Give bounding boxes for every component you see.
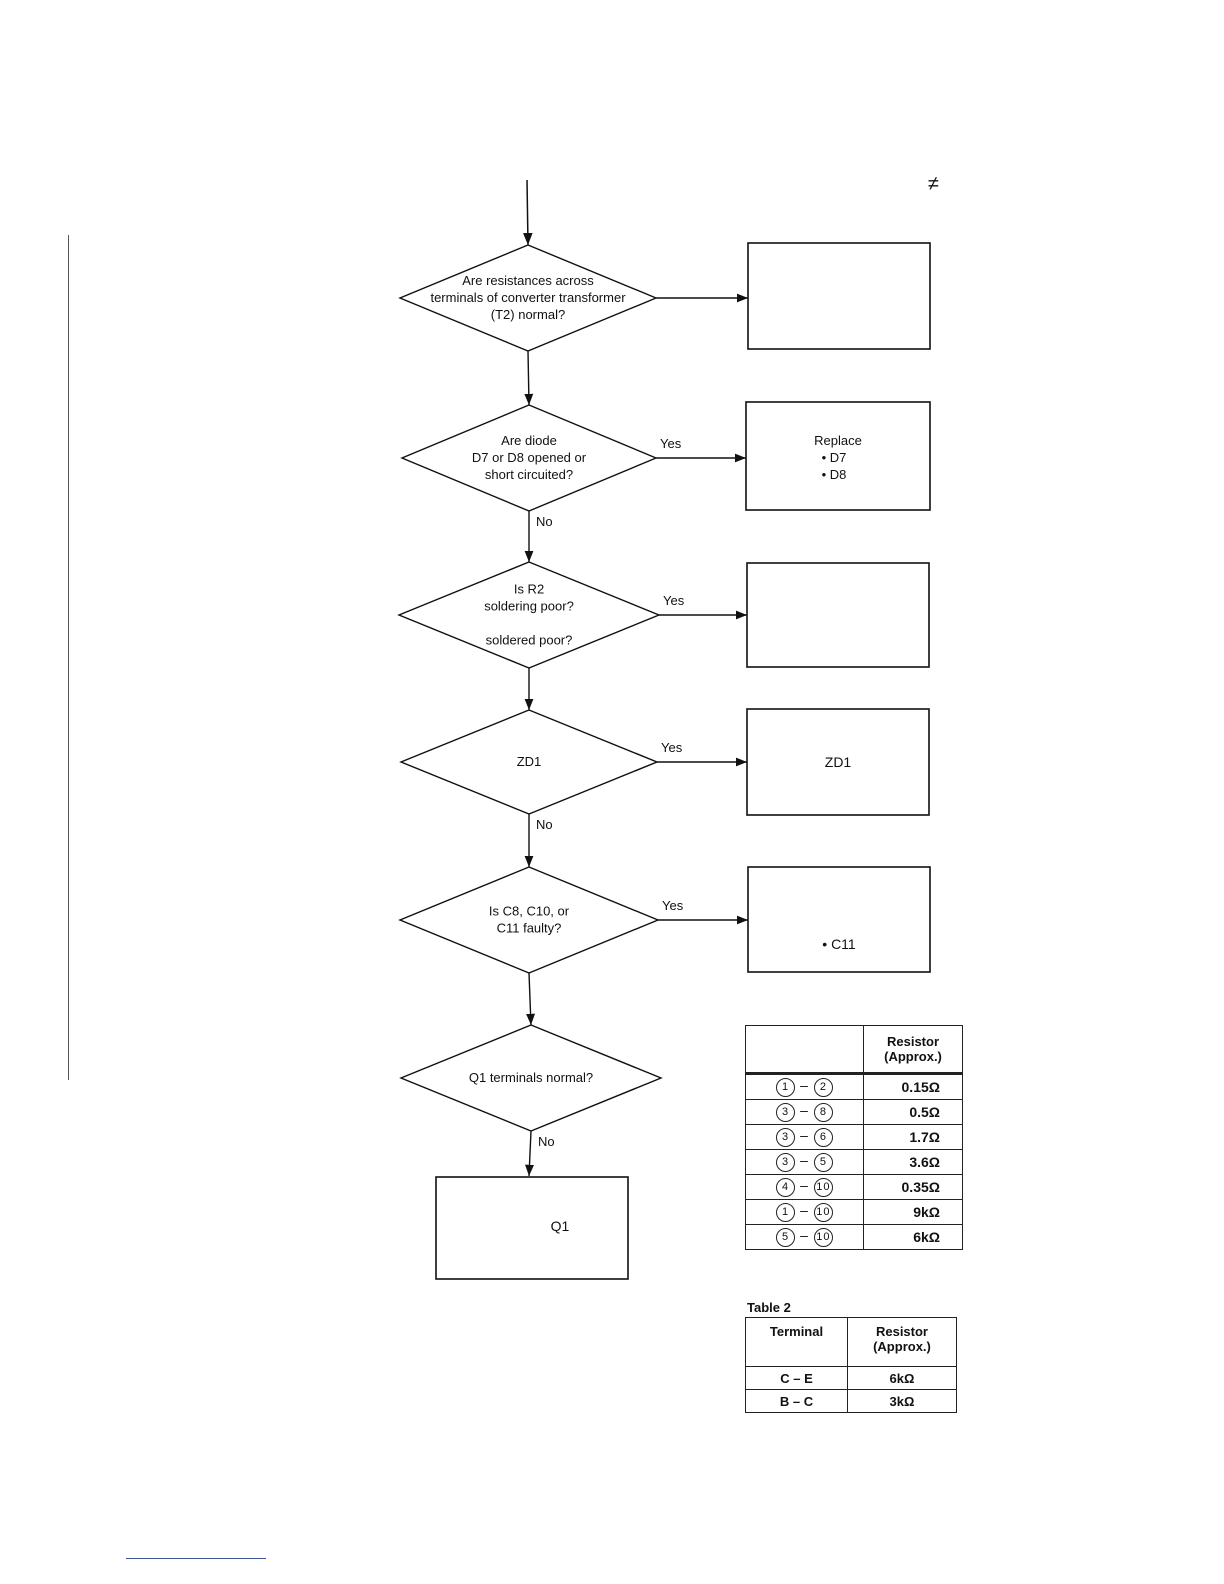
table1-header-resistor: Resistor (Approx.): [863, 1025, 963, 1075]
action-box: [746, 708, 930, 816]
no-arrow: [524, 350, 534, 406]
terminal-pair: 1–2: [745, 1073, 864, 1100]
decision-text-line: Is R2: [514, 582, 544, 597]
decision-text-line: D7 or D8 opened or: [472, 450, 587, 465]
terminal-number: 8: [813, 1103, 833, 1122]
decision-diamond: [397, 561, 661, 669]
terminal-number: 3: [776, 1128, 796, 1147]
terminal-number: 5: [813, 1153, 833, 1172]
resistance-value: 1.7Ω: [863, 1124, 963, 1150]
resistance-value: 6kΩ: [863, 1224, 963, 1250]
page-margin-rule: [68, 235, 69, 1080]
terminal-pair: 3–8: [745, 1099, 864, 1125]
action-text-line: ZD1: [825, 754, 852, 770]
decision-text-line: (T2) normal?: [491, 307, 565, 322]
action-text-line: Replace: [814, 433, 862, 448]
resistance-value: 0.35Ω: [863, 1174, 963, 1200]
decision-text-line: C11 faulty?: [497, 921, 562, 936]
stray-mark: ≠: [928, 173, 939, 195]
decision-text-line: Are resistances across: [462, 273, 594, 288]
entry-arrow: [523, 179, 533, 246]
decision-text-line: Q1 terminals normal?: [469, 1070, 593, 1085]
decision-text-line: ZD1: [517, 754, 542, 769]
yes-label: Yes: [660, 436, 682, 451]
decision-text-line: soldered poor?: [486, 633, 573, 648]
decision-text-line: short circuited?: [485, 467, 573, 482]
final-action-box: [435, 1176, 629, 1280]
terminal-pair: 3–5: [745, 1149, 864, 1175]
no-label: No: [538, 1134, 555, 1149]
resistance-value: 3kΩ: [846, 1389, 958, 1413]
no-arrow: [526, 972, 536, 1026]
terminal-number: 5: [776, 1228, 796, 1247]
action-text-line: • C11: [822, 936, 856, 952]
resistance-value: 0.15Ω: [863, 1073, 963, 1100]
action-box: [747, 242, 931, 350]
terminal-number: 3: [776, 1103, 796, 1122]
no-label: No: [536, 514, 553, 529]
terminal-pair: 3–6: [745, 1124, 864, 1150]
resistance-value: 9kΩ: [863, 1199, 963, 1225]
decision-text-line: soldering poor?: [484, 599, 574, 614]
footnote-rule: [126, 1558, 266, 1559]
action-box: [745, 401, 931, 511]
terminal-number: 1: [776, 1078, 796, 1097]
terminal-pair: B – C: [745, 1389, 848, 1413]
no-arrow: [525, 1130, 534, 1177]
decision-text-line: terminals of converter transformer: [430, 290, 626, 305]
final-action-label: Q1: [551, 1218, 570, 1234]
action-text-line: • D8: [822, 467, 847, 482]
yes-label: Yes: [662, 898, 684, 913]
terminal-pair: 4–10: [745, 1174, 864, 1200]
action-text-line: • D7: [822, 450, 847, 465]
terminal-number: 10: [813, 1178, 833, 1197]
terminal-pair: C – E: [745, 1366, 848, 1390]
table1-header-terminal: [745, 1025, 864, 1075]
table2-header-resistor: Resistor (Approx.): [846, 1317, 958, 1367]
decision-text-line: Are diode: [501, 433, 557, 448]
action-box: [747, 866, 931, 973]
terminal-number: 6: [813, 1128, 833, 1147]
terminal-number: 2: [813, 1078, 833, 1097]
terminal-number: 4: [776, 1178, 796, 1197]
terminal-pair: 1–10: [745, 1199, 864, 1225]
action-box: [746, 562, 930, 668]
yes-label: Yes: [663, 593, 685, 608]
no-label: No: [536, 817, 553, 832]
resistance-value: 0.5Ω: [863, 1099, 963, 1125]
terminal-number: 10: [813, 1203, 833, 1222]
terminal-number: 1: [776, 1203, 796, 1222]
resistance-value: 3.6Ω: [863, 1149, 963, 1175]
terminal-pair: 5–10: [745, 1224, 864, 1250]
terminal-number: 3: [776, 1153, 796, 1172]
terminal-number: 10: [813, 1228, 833, 1247]
decision-text-line: Is C8, C10, or: [489, 904, 570, 919]
table2-title: Table 2: [747, 1300, 791, 1315]
yes-label: Yes: [661, 740, 683, 755]
resistance-value: 6kΩ: [846, 1366, 958, 1390]
table2-header-terminal: Terminal: [745, 1317, 848, 1367]
